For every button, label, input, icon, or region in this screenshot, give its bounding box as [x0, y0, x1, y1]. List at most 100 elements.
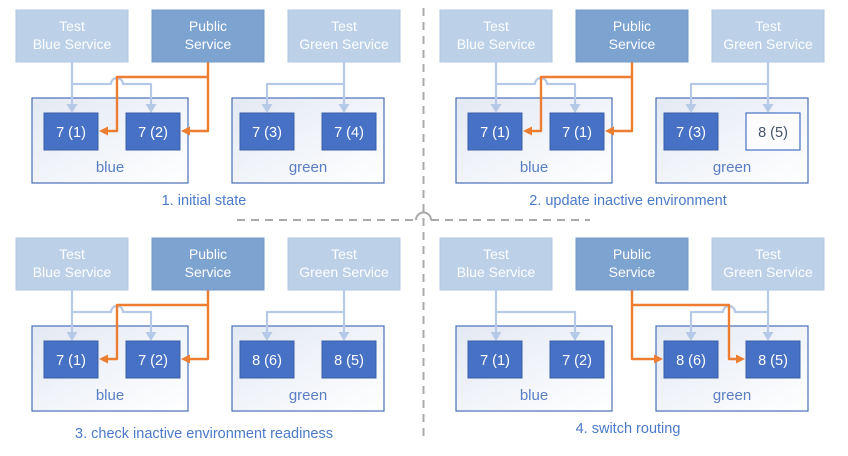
pod-blue-2 [549, 112, 605, 151]
public-route-branch [108, 75, 208, 133]
service-label: Blue Service [457, 36, 536, 52]
service-box-test-blue: Test Blue Service [439, 237, 553, 291]
quadrant-caption: 3. check inactive environment readiness [75, 426, 333, 442]
pod-green-1 [663, 340, 719, 379]
public-route-line [190, 62, 210, 133]
pod-label: 7 (3) [676, 125, 706, 141]
pod-green-1 [239, 340, 295, 379]
pods: 7 (1) 7 (1) 7 (3) 8 (5) [467, 112, 801, 151]
public-route-arrows [630, 290, 745, 364]
service-label: Test [755, 18, 781, 34]
arrowhead-left-icon [99, 354, 108, 364]
service-label: Blue Service [33, 36, 112, 52]
service-box-rect [711, 237, 825, 291]
quadrant-check-inactive-environment-readiness: 7 (1) 7 (2) 8 (6) 8 (5) blue green Test … [0, 228, 424, 456]
env-label-blue: blue [520, 387, 548, 404]
quadrant-caption: 1. initial state [162, 193, 247, 209]
service-box-rect [575, 237, 689, 291]
env-label-blue: blue [96, 159, 124, 176]
service-label: Test [483, 246, 509, 262]
pod-label: 7 (1) [480, 353, 510, 369]
pod-green-1 [239, 112, 295, 151]
pod-label: 8 (5) [334, 353, 364, 369]
arrowhead-left-icon [181, 354, 190, 364]
arrowhead-down-icon [338, 332, 350, 341]
pod-green-2 [745, 340, 801, 379]
pods: 7 (1) 7 (2) 7 (3) 7 (4) [43, 112, 377, 151]
pods: 7 (1) 7 (2) 8 (6) 8 (5) [467, 340, 801, 379]
arrowhead-right-icon [736, 354, 745, 364]
service-label: Service [185, 36, 232, 52]
env-label-green: green [289, 387, 327, 404]
arrowhead-down-icon [490, 332, 502, 341]
quadrant-initial-state: 7 (1) 7 (2) 7 (3) 7 (4) blue green Test … [0, 0, 424, 228]
service-box-test-blue: Test Blue Service [15, 237, 129, 291]
service-label: Test [331, 18, 357, 34]
public-route-arrows [523, 62, 634, 136]
service-label: Public [613, 246, 651, 262]
service-box-test-green: Test Green Service [711, 9, 825, 63]
quadrant-caption: 4. switch routing [576, 421, 681, 437]
pod-label: 8 (5) [758, 353, 788, 369]
pod-label: 8 (6) [252, 353, 282, 369]
service-label: Green Service [723, 36, 813, 52]
service-label: Public [613, 18, 651, 34]
service-box-rect [151, 9, 265, 63]
service-label: Blue Service [33, 264, 112, 280]
arrowhead-left-icon [605, 126, 614, 136]
pod-blue-1 [43, 112, 99, 151]
arrowhead-down-icon [145, 104, 157, 113]
env-label-green: green [713, 387, 751, 404]
service-label: Service [609, 36, 656, 52]
public-route-branch [532, 75, 632, 133]
service-label: Blue Service [457, 264, 536, 280]
env-label-blue: blue [96, 387, 124, 404]
service-box-rect [15, 237, 129, 291]
service-box-rect [711, 9, 825, 63]
arrowhead-down-icon [685, 332, 697, 341]
pod-label: 7 (2) [138, 353, 168, 369]
service-label: Test [331, 246, 357, 262]
pods: 7 (1) 7 (2) 8 (6) 8 (5) [43, 340, 377, 379]
pod-green-2 [321, 340, 377, 379]
arrowhead-down-icon [490, 104, 502, 113]
public-route-arrows [99, 62, 210, 136]
arrowhead-down-icon [685, 104, 697, 113]
pod-label: 7 (3) [252, 125, 282, 141]
service-label: Green Service [723, 264, 813, 280]
test-green-arrow-branch [689, 82, 768, 105]
service-box-public: Public Service [575, 237, 689, 291]
quadrant-update-inactive-environment: 7 (1) 7 (1) 7 (3) 8 (5) blue green Test … [424, 0, 848, 228]
service-box-test-green: Test Green Service [287, 9, 401, 63]
public-route-arrows [99, 290, 210, 364]
service-box-test-green: Test Green Service [711, 237, 825, 291]
pod-label: 7 (2) [562, 353, 592, 369]
service-box-public: Public Service [575, 9, 689, 63]
pod-green-2-new [745, 112, 801, 151]
service-box-rect [439, 237, 553, 291]
arrowhead-left-icon [99, 126, 108, 136]
quadrant-switch-routing: 7 (1) 7 (2) 8 (6) 8 (5) blue green Test … [424, 228, 848, 456]
service-label: Service [185, 264, 232, 280]
pod-blue-2 [125, 340, 181, 379]
arrowhead-down-icon [261, 332, 273, 341]
service-label: Green Service [299, 264, 389, 280]
pod-green-1 [663, 112, 719, 151]
service-box-rect [439, 9, 553, 63]
arrowhead-left-icon [181, 126, 190, 136]
public-route-branch [108, 303, 208, 361]
test-green-arrow-branch [265, 310, 344, 333]
pod-green-2 [321, 112, 377, 151]
arrowhead-down-icon [762, 104, 774, 113]
pod-blue-2 [125, 112, 181, 151]
pod-label: 8 (6) [676, 353, 706, 369]
pod-label: 7 (4) [334, 125, 364, 141]
pod-blue-1 [467, 340, 523, 379]
service-label: Public [189, 246, 227, 262]
service-label: Test [483, 18, 509, 34]
service-box-rect [287, 9, 401, 63]
public-route-branch [632, 303, 736, 361]
service-label: Service [609, 264, 656, 280]
test-green-arrow-branch [265, 82, 344, 105]
